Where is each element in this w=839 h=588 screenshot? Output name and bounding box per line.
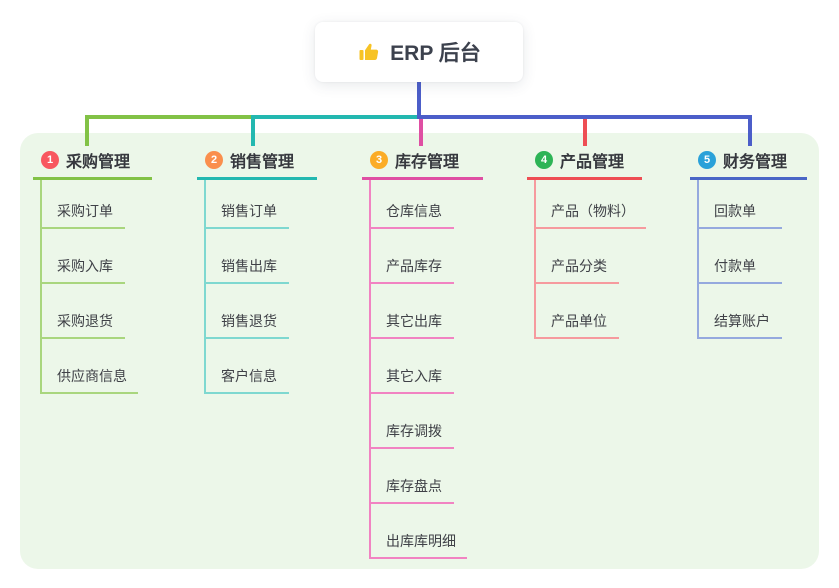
- branch-purchase-header[interactable]: 1 采购管理: [33, 146, 152, 180]
- node-item[interactable]: 供应商信息: [40, 339, 138, 394]
- branch-number-badge: 1: [41, 151, 59, 169]
- branch-product-header[interactable]: 4 产品管理: [527, 146, 642, 180]
- branch-inventory: 3 库存管理 仓库信息 产品库存 其它出库 其它入库 库存调拨 库存盘点 出库库…: [362, 146, 483, 559]
- branch-label: 采购管理: [66, 154, 131, 171]
- branch-children: 仓库信息 产品库存 其它出库 其它入库 库存调拨 库存盘点 出库库明细: [369, 180, 467, 559]
- branch-number-badge: 4: [535, 151, 553, 169]
- branch-purchase: 1 采购管理 采购订单 采购入库 采购退货 供应商信息: [33, 146, 152, 394]
- branch-children: 产品（物料） 产品分类 产品单位: [534, 180, 646, 339]
- branch-finance-header[interactable]: 5 财务管理: [690, 146, 807, 180]
- thumbs-up-icon: [357, 40, 381, 64]
- node-item[interactable]: 销售订单: [204, 180, 289, 229]
- branch-spine-line: [369, 180, 371, 559]
- branch-label: 库存管理: [395, 154, 460, 171]
- root-node-label: ERP 后台: [390, 42, 481, 65]
- node-item[interactable]: 其它入库: [369, 339, 454, 394]
- node-item[interactable]: 结算账户: [697, 284, 782, 339]
- branch-product: 4 产品管理 产品（物料） 产品分类 产品单位: [527, 146, 646, 339]
- node-item[interactable]: 销售出库: [204, 229, 289, 284]
- branch-label: 产品管理: [560, 154, 625, 171]
- node-item[interactable]: 付款单: [697, 229, 782, 284]
- branch-number-badge: 3: [370, 151, 388, 169]
- branch-label: 财务管理: [723, 154, 788, 171]
- branches-panel: [20, 133, 819, 569]
- branch-spine-line: [534, 180, 536, 339]
- branch-sales-header[interactable]: 2 销售管理: [197, 146, 317, 180]
- branch-number-badge: 5: [698, 151, 716, 169]
- branch-spine-line: [204, 180, 206, 394]
- node-item[interactable]: 其它出库: [369, 284, 454, 339]
- node-item[interactable]: 销售退货: [204, 284, 289, 339]
- node-item[interactable]: 产品分类: [534, 229, 619, 284]
- node-item[interactable]: 产品库存: [369, 229, 454, 284]
- node-item[interactable]: 回款单: [697, 180, 782, 229]
- branch-children: 销售订单 销售出库 销售退货 客户信息: [204, 180, 289, 394]
- branch-finance: 5 财务管理 回款单 付款单 结算账户: [690, 146, 807, 339]
- node-item[interactable]: 采购订单: [40, 180, 125, 229]
- branch-inventory-header[interactable]: 3 库存管理: [362, 146, 483, 180]
- node-item[interactable]: 出库库明细: [369, 504, 467, 559]
- branch-spine-line: [697, 180, 699, 339]
- branch-sales: 2 销售管理 销售订单 销售出库 销售退货 客户信息: [197, 146, 317, 394]
- node-item[interactable]: 采购退货: [40, 284, 125, 339]
- branch-children: 采购订单 采购入库 采购退货 供应商信息: [40, 180, 138, 394]
- node-item[interactable]: 库存盘点: [369, 449, 454, 504]
- node-item[interactable]: 采购入库: [40, 229, 125, 284]
- node-item[interactable]: 仓库信息: [369, 180, 454, 229]
- branch-number-badge: 2: [205, 151, 223, 169]
- root-node[interactable]: ERP 后台: [315, 22, 523, 82]
- node-item[interactable]: 客户信息: [204, 339, 289, 394]
- node-item[interactable]: 产品（物料）: [534, 180, 646, 229]
- node-item[interactable]: 产品单位: [534, 284, 619, 339]
- node-item[interactable]: 库存调拨: [369, 394, 454, 449]
- branch-label: 销售管理: [230, 154, 295, 171]
- branch-spine-line: [40, 180, 42, 394]
- branch-children: 回款单 付款单 结算账户: [697, 180, 782, 339]
